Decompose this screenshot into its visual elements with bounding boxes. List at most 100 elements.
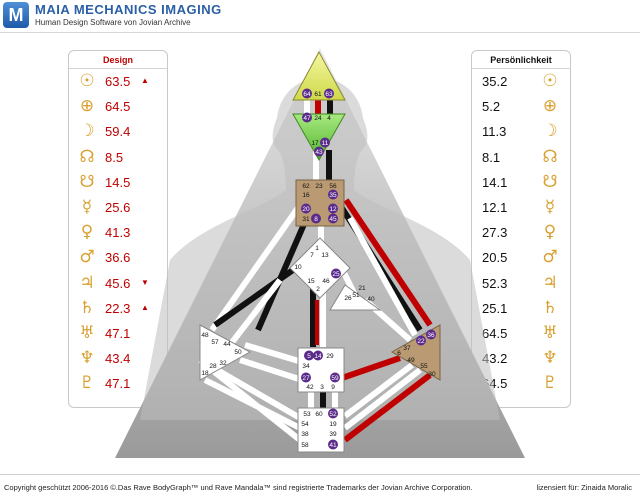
- gate-number: 19: [329, 421, 337, 428]
- gate-number: 39: [329, 431, 337, 438]
- planet-row: 11.3 ☽: [472, 119, 570, 144]
- gate-number: 14: [314, 353, 322, 360]
- gate-marker: [328, 203, 338, 214]
- gate-number: 42: [306, 384, 314, 391]
- pluto-icon: ♇: [542, 373, 558, 394]
- gate-number: 5: [307, 353, 311, 360]
- gate-marker: [328, 189, 338, 200]
- gate-number: 63: [325, 91, 333, 98]
- gate-marker: [330, 372, 340, 383]
- heart-center: [329, 284, 382, 311]
- mercury-icon: ☿: [81, 196, 93, 217]
- gate-number: 3: [320, 384, 324, 391]
- gate-marker: [320, 137, 330, 148]
- gate-number: 53: [303, 411, 311, 418]
- north-node-icon: ☊: [542, 146, 558, 167]
- earth-icon: ⊕: [542, 96, 558, 117]
- app-subtitle: Human Design Software von Jovian Archive: [35, 18, 191, 27]
- gate-marker: [331, 268, 341, 279]
- gate-number: 35: [329, 192, 337, 199]
- planet-gate-value: 47.1: [105, 325, 131, 341]
- gate-number: 44: [223, 341, 231, 348]
- gate-marker: [416, 335, 426, 346]
- gate-marker: [301, 203, 311, 214]
- planet-gate-value: 11.3: [482, 124, 507, 140]
- planet-gate-value: 36.6: [105, 250, 131, 266]
- gate-number: 8: [314, 216, 318, 223]
- gate-number: 60: [315, 411, 323, 418]
- gate-number: 32: [219, 360, 227, 367]
- gate-marker: [426, 329, 436, 340]
- planet-gate-value: 64.5: [482, 325, 508, 341]
- exalted-arrow-icon: ▲: [141, 76, 149, 85]
- copyright-text: Copyright geschützt 2006-2016 ©.Das Rave…: [4, 483, 473, 492]
- app-title: MAIA MECHANICS IMAGING: [35, 2, 222, 17]
- planet-row: 25.1♄: [472, 296, 570, 321]
- gate-number: 50: [234, 349, 242, 356]
- planet-row: ♇47.1: [69, 371, 167, 396]
- saturn-icon: ♄: [542, 297, 558, 318]
- gate-number: 17: [311, 140, 319, 147]
- solar-plexus-center: [390, 324, 441, 381]
- planet-gate-value: 63.5: [105, 74, 131, 89]
- gate-number: 38: [301, 431, 309, 438]
- gate-number: 59: [331, 375, 339, 382]
- ajna-center: [292, 113, 346, 162]
- planet-row: ♆43.4: [69, 346, 167, 371]
- gate-number: 12: [329, 206, 337, 213]
- gate-number: 23: [315, 183, 323, 190]
- gate-marker: [324, 88, 334, 99]
- moon-icon: ☽: [79, 121, 95, 142]
- planet-row: 8.1 ☊: [472, 145, 570, 170]
- gate-number: 51: [352, 292, 360, 299]
- gate-marker: [302, 88, 312, 99]
- gate-number: 22: [417, 338, 425, 345]
- gate-number: 1: [315, 245, 319, 252]
- gate-number: 11: [322, 140, 329, 147]
- gate-number: 45: [329, 216, 337, 223]
- gate-number: 7: [310, 252, 314, 259]
- gate-number: 24: [314, 115, 322, 122]
- mars-icon: ♂: [542, 247, 558, 268]
- gate-number: 37: [403, 345, 411, 352]
- planet-gate-value: 14.1: [482, 174, 508, 190]
- planet-gate-value: 8.1: [482, 149, 501, 165]
- gate-number: 20: [302, 206, 310, 213]
- gate-marker: [302, 112, 312, 123]
- planet-gate-value: 12.1: [482, 199, 508, 215]
- gate-number: 36: [427, 332, 435, 339]
- gate-marker: [313, 350, 323, 361]
- planet-row: ☊8.5: [69, 145, 167, 170]
- planet-gate-value: 25.6: [105, 199, 131, 215]
- design-panel: Design ☉63.5▲⊕64.5☽59.4☊8.5☋14.5☿25.6♀41…: [68, 50, 168, 408]
- sun-icon: ☉: [542, 71, 558, 91]
- gate-number: 9: [331, 384, 335, 391]
- jupiter-icon: ♃: [79, 272, 95, 293]
- planet-row: 20.5♂: [472, 245, 570, 270]
- south-node-icon: ☋: [79, 171, 95, 192]
- gate-number: 46: [322, 278, 330, 285]
- gate-marker: [328, 408, 338, 419]
- planet-row: 5.2⊕: [472, 94, 570, 119]
- gate-number: 2: [316, 286, 320, 293]
- footer: Copyright geschützt 2006-2016 ©.Das Rave…: [0, 474, 640, 498]
- gate-number: 27: [302, 375, 310, 382]
- gate-number: 47: [303, 115, 311, 122]
- gate-number: 43: [315, 149, 323, 156]
- gate-number: 21: [358, 285, 366, 292]
- detriment-arrow-icon: ▼: [141, 277, 149, 287]
- planet-row: ♂36.6: [69, 245, 167, 270]
- gate-number: 62: [302, 183, 310, 190]
- planet-row: 64.5♅: [472, 321, 570, 346]
- planet-gate-value: 64.5: [105, 99, 131, 115]
- planet-gate-value: 41.3: [105, 225, 131, 241]
- planet-row: 35.2☉: [472, 69, 570, 94]
- planet-row: ♀41.3: [69, 220, 167, 245]
- planet-row: ☿ 25.6: [69, 195, 167, 220]
- license-text: lizensiert für: Zinaida Moralic: [536, 483, 632, 492]
- moon-icon: ☽: [542, 121, 558, 142]
- planet-row: 14.1☋: [472, 170, 570, 195]
- gate-number: 34: [302, 363, 310, 370]
- earth-icon: ⊕: [79, 96, 95, 117]
